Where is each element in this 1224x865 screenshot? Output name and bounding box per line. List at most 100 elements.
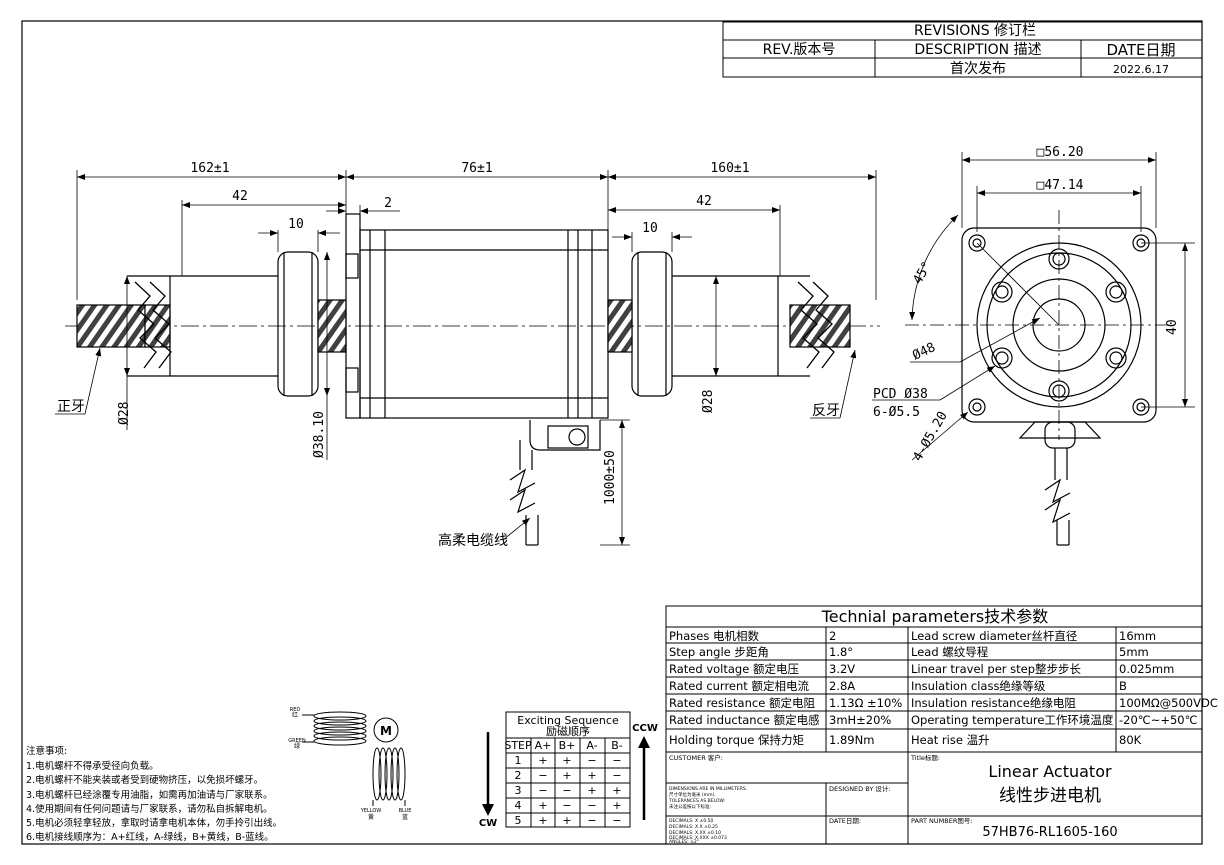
param-value: 1.89Nm <box>829 733 874 747</box>
motor-symbol-icon <box>373 717 399 743</box>
sequence-cell: 2 <box>515 769 522 782</box>
date-col-header: DATE日期 <box>1106 41 1175 59</box>
dim-square-56: □56.20 <box>1037 145 1084 160</box>
sequence-cell: − <box>612 814 621 827</box>
dimension-note: DIMENSIONS ARE IN MILLIMETERS. <box>669 786 747 792</box>
sequence-cell: + <box>612 784 621 797</box>
label-cable: 高柔电缆线 <box>438 532 508 549</box>
sequence-cell: − <box>562 784 571 797</box>
dimension-note: TOLERANCES AS BELOW: <box>668 798 725 804</box>
sequence-title-en: Exciting Sequence <box>517 714 619 727</box>
sequence-cell: + <box>587 769 596 782</box>
ccw-label: CCW <box>632 723 658 734</box>
params-table <box>665 605 1203 753</box>
sequence-cells: STEP A+ B+ A- B- 1 + + − − 2 − + + − 3 −… <box>504 739 622 827</box>
notes-title: 注意事项: <box>26 745 67 757</box>
param-value: 3.2V <box>829 662 855 676</box>
designed-by-label: DESIGNED BY 设计: <box>829 784 891 793</box>
title-block <box>665 751 1203 845</box>
note-item: 5.电机必须轻拿轻放，拿取时请拿电机本体，勿手拎引出线。 <box>26 817 282 829</box>
dim-dia48: Ø48 <box>910 340 938 364</box>
motor-symbol-label: M <box>380 724 392 738</box>
param-value: 5mm <box>1119 645 1149 659</box>
dim-square-47: □47.14 <box>1037 178 1084 193</box>
tolerance-note: ANGLES: ±2° <box>669 839 699 845</box>
dim-dia38: Ø38.10 <box>312 411 327 458</box>
sequence-cell: + <box>538 814 547 827</box>
part-number-label: PART NUMBER图号: <box>911 817 973 825</box>
direction-arrows <box>482 732 650 820</box>
param-label: Insulation class绝缘等级 <box>911 679 1046 693</box>
arrow-down-icon <box>482 804 494 816</box>
sequence-cell: − <box>538 769 547 782</box>
right-screw-thread <box>789 304 851 348</box>
param-label: Phases 电机相数 <box>669 629 759 643</box>
param-label: Lead 螺纹导程 <box>911 645 989 659</box>
param-label: Holding torque 保持力矩 <box>669 733 804 747</box>
tolerance-note: DECIMALS: X ±0.50 <box>669 818 713 824</box>
tolerance-note: DECIMALS: X.XX ±0.10 <box>669 830 721 836</box>
part-number: 57HB76-RL1605-160 <box>982 825 1117 840</box>
dim-body-76: 76±1 <box>461 161 492 176</box>
dim-left-42: 42 <box>232 189 248 204</box>
sequence-cell: − <box>538 784 547 797</box>
label-thread-left: 正牙 <box>57 399 85 415</box>
param-label: Rated current 额定相电流 <box>669 679 809 693</box>
sequence-cell: 4 <box>515 799 522 812</box>
param-value: 1.13Ω ±10% <box>829 696 902 710</box>
dim-40: 40 <box>1165 319 1180 335</box>
cw-label: CW <box>479 818 497 829</box>
dim-pcd: PCD Ø38 <box>873 387 928 402</box>
note-item: 2.电机螺杆不能夹装或者受到硬物挤压，以免损坏螺牙。 <box>26 774 263 786</box>
wire-yellow-label-cn: 黄 <box>368 813 374 821</box>
note-item: 4.使用期间有任何问题请与厂家联系，请勿私自拆解电机。 <box>26 803 273 815</box>
param-label: Lead screw diameter丝杆直径 <box>911 629 1077 643</box>
sequence-table <box>505 711 631 828</box>
param-value: 2.8A <box>829 679 855 693</box>
dim-left-10: 10 <box>288 217 304 232</box>
rev-col-header: REV.版本号 <box>763 42 836 58</box>
label-thread-right: 反牙 <box>812 403 840 419</box>
param-label: Linear travel per step整步步长 <box>911 662 1082 676</box>
motor-body <box>359 229 609 419</box>
date-label: DATE日期: <box>829 817 861 825</box>
notes: 注意事项: 1.电机螺杆不得承受径向负载。 2.电机螺杆不能夹装或者受到硬物挤压… <box>26 745 282 843</box>
sequence-header: STEP <box>504 739 532 752</box>
param-value: 16mm <box>1119 629 1156 643</box>
sequence-cell: − <box>587 754 596 767</box>
wire-green-label: GREEN <box>288 738 306 744</box>
param-label: Insulation resistance绝缘电阻 <box>911 696 1076 710</box>
sequence-cell: + <box>562 814 571 827</box>
sequence-cell: + <box>562 769 571 782</box>
sequence-header: A- <box>586 739 597 752</box>
sequence-cell: + <box>538 799 547 812</box>
dimension-note: 未注公差按以下标准: <box>669 803 711 810</box>
wire-blue-label: BLUE <box>399 808 412 814</box>
sequence-cell: + <box>587 784 596 797</box>
param-label: Rated resistance 额定电阻 <box>669 696 815 710</box>
sequence-cell: 5 <box>515 814 522 827</box>
customer-label: CUSTOMER 客户: <box>669 753 723 762</box>
note-item: 6.电机接线顺序为：A+红线，A-绿线，B+黄线，B-蓝线。 <box>26 831 274 843</box>
param-value: 2 <box>829 629 836 643</box>
sequence-cell: + <box>562 754 571 767</box>
dim-right-42: 42 <box>696 194 712 209</box>
sequence-cell: − <box>587 814 596 827</box>
dim-dia28-right: Ø28 <box>701 390 716 413</box>
sequence-cell: − <box>612 769 621 782</box>
wiring-diagram <box>302 711 406 806</box>
cable-gland <box>529 420 601 451</box>
param-label: Operating temperature工作环境温度 <box>911 713 1114 727</box>
wire-red-label-cn: 红 <box>292 711 298 719</box>
param-label: Step angle 步距角 <box>669 645 769 659</box>
wire-yellow-label: YELLOW <box>360 808 382 814</box>
dim-right-length: 160±1 <box>710 161 749 176</box>
dim-cable-length: 1000±50 <box>603 450 618 505</box>
revision-date: 2022.6.17 <box>1113 63 1169 76</box>
wire-blue-label-cn: 蓝 <box>402 813 408 821</box>
front-view <box>872 152 1195 546</box>
arrow-up-icon <box>638 736 650 748</box>
title-english: Linear Actuator <box>988 762 1112 781</box>
sequence-cell: − <box>587 799 596 812</box>
param-value: 3mH±20% <box>829 713 891 727</box>
